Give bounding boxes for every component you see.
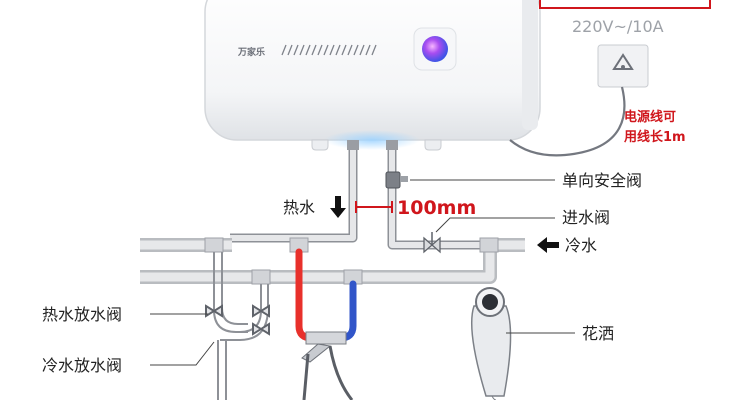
drain-valve-assembly [205, 252, 270, 400]
heater-bottom-glow [324, 130, 420, 150]
arrow-left-icon [537, 237, 559, 253]
heater-stripe-pattern [281, 44, 377, 56]
hot-drain-valve-label: 热水放水阀 [42, 305, 122, 324]
cord-note-line2: 用线长1m [623, 129, 686, 145]
inlet-valve-label: 进水阀 [562, 208, 610, 227]
main-pipes [140, 237, 525, 285]
cold-drain-valve-label: 冷水放水阀 [42, 356, 122, 375]
shower-label: 花洒 [582, 324, 614, 343]
check-valve-label: 单向安全阀 [562, 171, 642, 190]
red-bracket [539, 0, 711, 9]
mixer-supply-lines [295, 248, 357, 342]
heater-pipes [230, 140, 495, 250]
annotations: 热水 100mm 单向安全阀 进水阀 冷水 热水放水阀 冷水放水阀 花洒 [42, 171, 642, 375]
water-heater-tank: 万家乐 [204, 0, 541, 151]
temperature-knob[interactable] [422, 36, 448, 62]
shower-head [470, 287, 512, 400]
cold-water-label: 冷水 [565, 236, 597, 255]
inlet-valve [423, 232, 441, 254]
brand-logo: 万家乐 [237, 46, 265, 58]
cord-note-line1: 电源线可 [624, 109, 676, 125]
hot-water-label: 热水 [283, 198, 315, 217]
power-rating: 220V~/10A [572, 17, 664, 36]
mixer-valve [301, 331, 354, 400]
check-valve [385, 171, 408, 189]
arrow-down-icon [330, 196, 346, 218]
power-cord [509, 86, 626, 157]
distance-label: 100mm [397, 197, 476, 219]
power-cord-area: 220V~/10A 电源线可 用线长1m [509, 0, 711, 157]
